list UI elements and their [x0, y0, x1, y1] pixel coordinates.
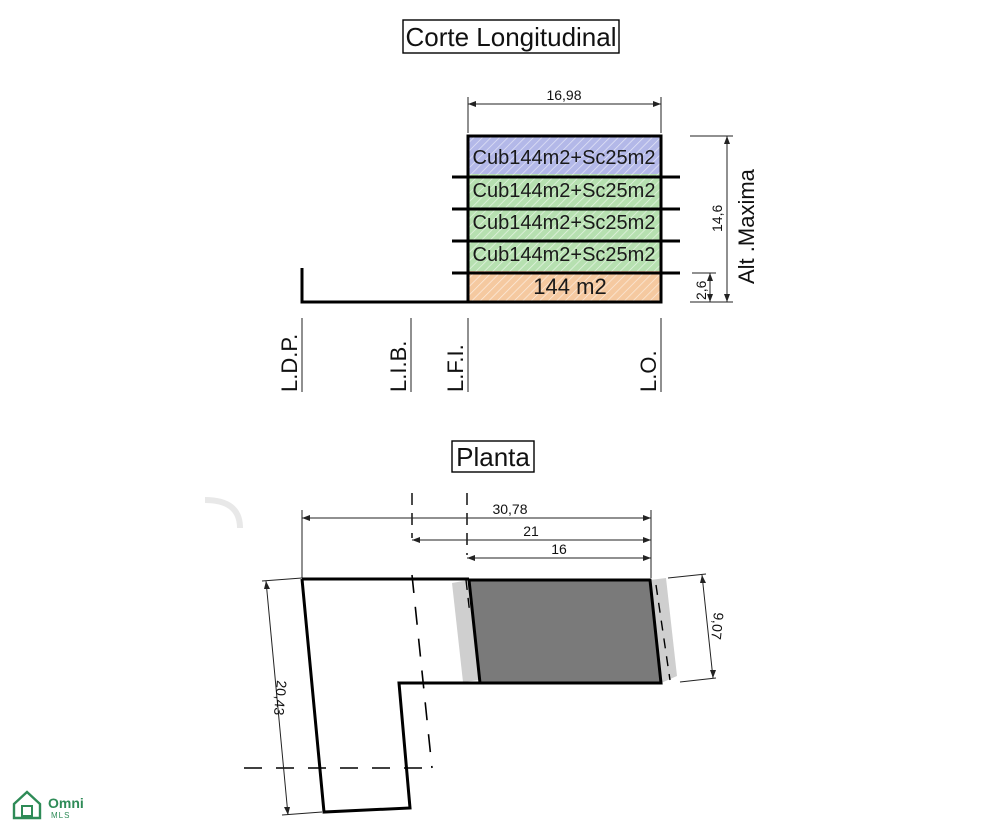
floor-hatch-2: [468, 238, 661, 271]
mid-dim-label: 21: [523, 523, 539, 539]
lot-dim-line: [265, 580, 289, 816]
depth-dim-ext-bottom: [679, 677, 717, 683]
omni-mls-logo: Omni MLS: [12, 790, 84, 820]
ground-floor-hatch: [468, 271, 661, 302]
floor-label-5: Cub144m2+Sc25m2: [473, 147, 656, 169]
plan-title-box: [451, 440, 535, 473]
depth-dim-line: [701, 574, 714, 679]
building-footprint: [467, 578, 663, 685]
ground-line: [300, 268, 468, 304]
floor-stack: [468, 136, 661, 302]
balcony-right: [650, 578, 677, 683]
section-outline: [466, 134, 663, 304]
mid-dim-arrow-right: [643, 537, 651, 543]
mid-dim-arrow-left: [412, 537, 420, 543]
door-icon: [21, 805, 33, 817]
floor-label-3: Cub144m2+Sc25m2: [473, 212, 656, 234]
building-dim-label: 16: [551, 541, 567, 557]
lib-label: L.I.B.: [386, 341, 411, 392]
section-view: Corte Longitudinal 16,98 Cub144m2+Sc25m2…: [277, 19, 759, 392]
floor-hatch-4: [468, 174, 661, 206]
lo-label: L.O.: [636, 350, 661, 392]
lot-dim-ext-top: [261, 577, 303, 582]
plan-title: Planta: [456, 442, 530, 472]
depth-dim-arrow-top: [700, 575, 706, 583]
depth-dim-arrow-bottom: [710, 670, 716, 678]
width-dim-arrow-left: [468, 101, 476, 107]
building-right-dash: [655, 584, 671, 681]
height-dim-label: 14,6: [709, 205, 725, 232]
width-dim-label: 16,98: [546, 87, 581, 103]
lfi-label: L.F.I.: [443, 344, 468, 392]
alt-maxima-label: Alt .Maxima: [734, 168, 759, 284]
lot-dim-ext-bottom: [281, 811, 323, 816]
height-dim-arrow-bottom: [724, 294, 730, 302]
depth-dim-label: 9,07: [708, 612, 727, 641]
lib-setback-dash: [411, 574, 433, 769]
lot-dim-arrow-bottom: [284, 807, 290, 815]
section-title-box: [402, 19, 620, 54]
section-title: Corte Longitudinal: [405, 22, 616, 52]
floor-label-4: Cub144m2+Sc25m2: [473, 180, 656, 202]
depth-dim-ext-top: [667, 573, 707, 579]
ground-dim-label: 2,6: [693, 280, 709, 300]
logo-sub: MLS: [51, 811, 70, 820]
building-dim-arrow-left: [467, 555, 475, 561]
logo-name: Omni: [48, 795, 84, 811]
faint-corner-mark: [204, 497, 243, 529]
lot-dim-arrow-top: [264, 581, 270, 589]
lot-outline: [300, 578, 480, 814]
ground-dim-arrow-bottom: [707, 294, 713, 302]
total-dim-arrow-left: [302, 515, 310, 521]
plan-view: Planta 30,78 21 16: [204, 440, 727, 816]
floor-hatch-3: [468, 206, 661, 238]
ldp-label: L.D.P.: [277, 334, 302, 392]
ground-floor-label: 144 m2: [533, 274, 606, 299]
building-left-dash: [465, 579, 471, 616]
height-dim-arrow-top: [724, 136, 730, 144]
floor-label-2: Cub144m2+Sc25m2: [473, 244, 656, 266]
balcony-left: [452, 580, 480, 682]
total-dim-arrow-right: [643, 515, 651, 521]
building-dim-arrow-right: [643, 555, 651, 561]
total-dim-label: 30,78: [492, 501, 527, 517]
ground-dim-arrow-top: [707, 273, 713, 281]
floor-hatch-5: [468, 136, 661, 174]
house-icon: [12, 790, 42, 820]
lot-dim-label: 20,43: [271, 680, 290, 717]
width-dim-arrow-right: [653, 101, 661, 107]
